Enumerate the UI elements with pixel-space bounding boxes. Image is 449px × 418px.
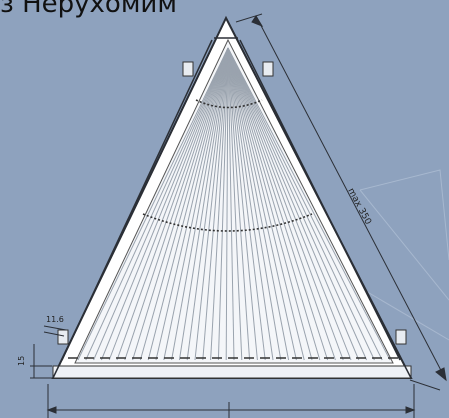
pleat-line xyxy=(225,47,229,361)
pleat-line xyxy=(227,47,344,361)
clip-left-bottom xyxy=(57,329,69,345)
pleat-line xyxy=(227,47,336,361)
dimension-bottom-width xyxy=(46,384,416,418)
dimension-bottom-rail xyxy=(30,344,52,379)
pleat-line xyxy=(227,47,321,361)
pleat-line xyxy=(227,47,368,361)
clip-left-top xyxy=(182,61,194,77)
dimension-side-length xyxy=(235,13,447,391)
pleat-line xyxy=(227,47,243,361)
pleat-line xyxy=(100,47,229,361)
fold-depth-label: 11.6 xyxy=(46,315,64,324)
pleat-lines xyxy=(77,47,391,361)
pleat-line xyxy=(155,47,229,361)
pleat-line xyxy=(116,47,229,361)
pleat-line xyxy=(147,47,229,361)
bottom-rail-label: 15 xyxy=(17,356,26,366)
pleat-line xyxy=(171,47,229,361)
pleat-line xyxy=(178,47,229,361)
pleat-line xyxy=(163,47,229,361)
clip-right-top xyxy=(262,61,274,77)
pleat-line xyxy=(227,47,235,361)
pleat-line xyxy=(227,47,305,361)
pleat-line xyxy=(186,47,229,361)
pleat-line xyxy=(227,47,274,361)
pleat-line xyxy=(217,47,229,361)
diagram-title: з Нерухомим xyxy=(0,0,177,19)
pleat-line xyxy=(124,47,229,361)
side-frames xyxy=(52,17,412,379)
pleat-line xyxy=(210,47,229,361)
pleat-line xyxy=(132,47,229,361)
pleat-line xyxy=(227,47,290,361)
pleat-line xyxy=(227,47,360,361)
pleat-line xyxy=(227,47,391,361)
pleat-line xyxy=(227,47,352,361)
pleat-line xyxy=(227,47,297,361)
pleat-line xyxy=(108,47,229,361)
pleat-line xyxy=(227,47,258,361)
pleat-line xyxy=(227,47,375,361)
pleat-line xyxy=(227,47,282,361)
pleat-line xyxy=(139,47,229,361)
tension-cords xyxy=(142,99,313,232)
clip-right-bottom xyxy=(395,329,407,345)
pleat-line xyxy=(202,47,229,361)
pleat-line xyxy=(227,47,329,361)
pleat-line xyxy=(227,47,313,361)
pleat-line xyxy=(227,47,266,361)
dimension-fold-depth xyxy=(43,325,67,337)
bottom-rail xyxy=(52,357,412,379)
pleat-line xyxy=(227,47,383,361)
pleat-line xyxy=(77,47,229,361)
pleat-line xyxy=(85,47,229,361)
side-length-label: max 350 xyxy=(345,187,373,227)
pleat-line xyxy=(93,47,229,361)
pleat-line xyxy=(227,47,251,361)
frame-clips xyxy=(57,61,407,345)
pleat-line xyxy=(194,47,229,361)
